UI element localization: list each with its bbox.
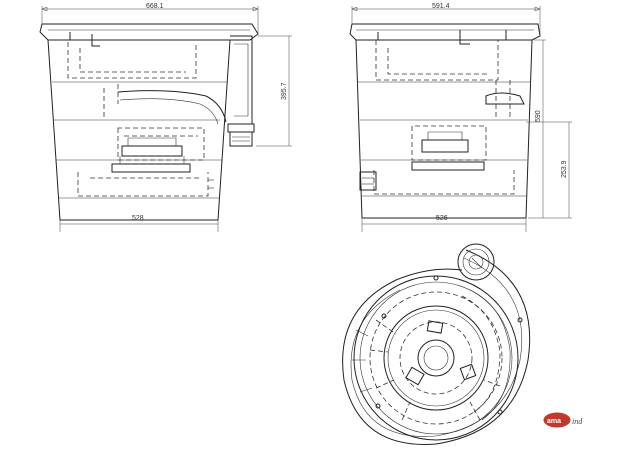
dim-front-width-top: 668.1 <box>146 3 164 10</box>
dim-side-width-top: 591.4 <box>432 3 450 10</box>
dim-front-height: 395.7 <box>281 82 288 100</box>
logo-mark-text: ama <box>547 418 561 425</box>
dim-side-height-lower: 253.9 <box>561 160 568 178</box>
dim-front-width-bottom: 528 <box>132 215 144 222</box>
top-view <box>342 243 531 445</box>
logo-suffix-text: ind <box>572 417 583 426</box>
dim-side-width-bottom: 526 <box>436 215 448 222</box>
side-view: 591.4 590 253.9 526 <box>349 3 572 232</box>
company-logo: ama ind <box>542 411 583 429</box>
logo-mark-shape <box>542 411 572 429</box>
dim-side-height: 590 <box>535 110 542 122</box>
front-view: 668.1 395.7 528 <box>39 3 292 232</box>
